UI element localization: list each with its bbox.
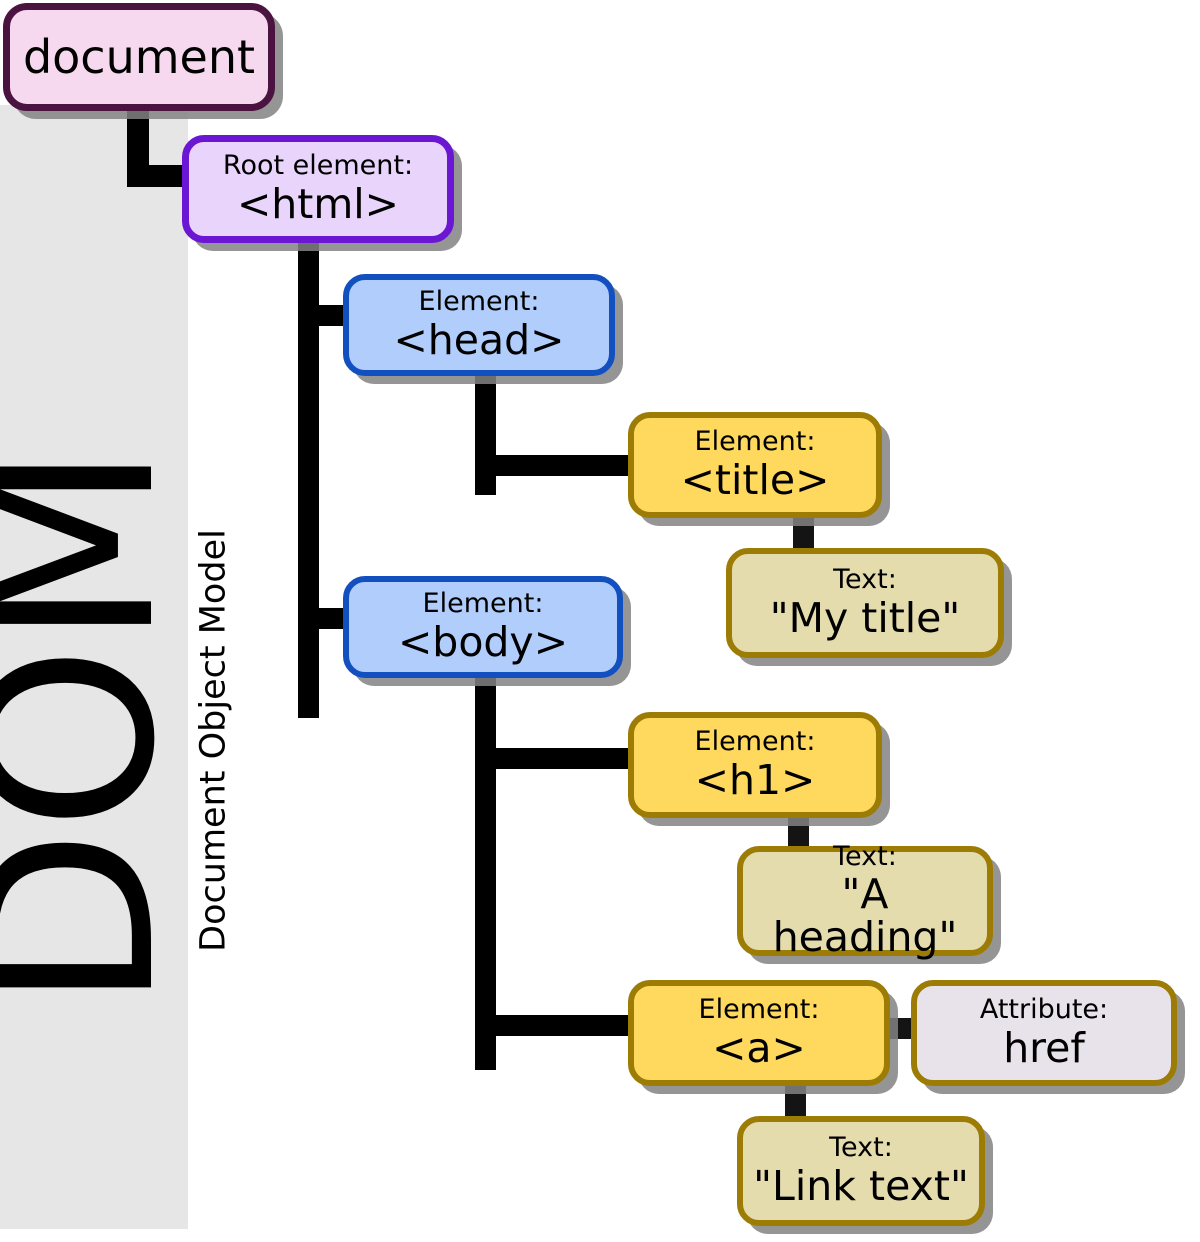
node-text-link-text-value: "Link text" <box>753 1161 969 1210</box>
node-element-h1-kind: Element: <box>694 726 816 758</box>
node-document[interactable]: document <box>3 3 275 111</box>
connector-html-head-stub <box>298 305 356 326</box>
dom-sidebar: DOM Document Object Model <box>0 105 234 1229</box>
node-root-html-kind: Root element: <box>222 150 414 182</box>
node-element-head-kind: Element: <box>418 286 540 318</box>
node-text-a-heading-value: "A heading" <box>772 870 958 962</box>
node-element-h1[interactable]: Element: <h1> <box>628 712 882 818</box>
node-attribute-href-kind: Attribute: <box>979 994 1109 1026</box>
node-document-value: document <box>22 29 256 84</box>
connector-head-title-stub <box>475 455 637 476</box>
node-attribute-href[interactable]: Attribute: href <box>911 980 1177 1086</box>
connector-html-trunk <box>298 243 319 718</box>
node-element-head[interactable]: Element: <head> <box>343 274 615 376</box>
connector-a-attribute <box>885 1018 917 1039</box>
connector-title-text <box>793 513 814 551</box>
dom-acronym-label: DOM <box>0 445 207 1011</box>
connector-h1-text <box>788 813 809 851</box>
node-root-html[interactable]: Root element: <html> <box>182 135 454 243</box>
node-text-my-title[interactable]: Text: "My title" <box>726 548 1004 658</box>
dom-sidebar-labels: DOM Document Object Model <box>0 105 234 1229</box>
node-element-title-kind: Element: <box>694 426 816 458</box>
connector-a-text <box>785 1082 806 1120</box>
node-element-a-value: <a> <box>712 1023 806 1072</box>
node-text-link-text[interactable]: Text: "Link text" <box>737 1116 985 1226</box>
connector-body-a-stub <box>475 1015 637 1036</box>
node-text-a-heading-kind: Text: <box>833 840 897 872</box>
node-text-a-heading[interactable]: Text: "A heading" <box>737 840 993 962</box>
node-element-title[interactable]: Element: <title> <box>628 412 882 518</box>
connector-html-body-stub <box>298 608 356 629</box>
node-root-html-value: <html> <box>236 179 400 228</box>
node-text-my-title-value: "My title" <box>769 593 961 642</box>
node-attribute-href-value: href <box>1003 1023 1085 1072</box>
connector-body-h1-stub <box>475 748 637 769</box>
node-element-a-kind: Element: <box>698 994 820 1026</box>
dom-full-name-label: Document Object Model <box>193 529 234 952</box>
connector-document-html-horizontal <box>127 165 192 187</box>
node-element-body-value: <body> <box>397 617 569 666</box>
node-text-my-title-kind: Text: <box>833 564 897 596</box>
node-text-link-text-kind: Text: <box>829 1132 893 1164</box>
node-element-body[interactable]: Element: <body> <box>343 576 623 678</box>
node-element-h1-value: <h1> <box>694 755 816 804</box>
node-element-a[interactable]: Element: <a> <box>628 980 890 1086</box>
connector-body-trunk <box>475 672 496 1070</box>
node-element-title-value: <title> <box>680 455 830 504</box>
node-element-body-kind: Element: <box>422 588 544 620</box>
connector-head-trunk <box>475 373 496 495</box>
node-element-head-value: <head> <box>393 315 565 364</box>
